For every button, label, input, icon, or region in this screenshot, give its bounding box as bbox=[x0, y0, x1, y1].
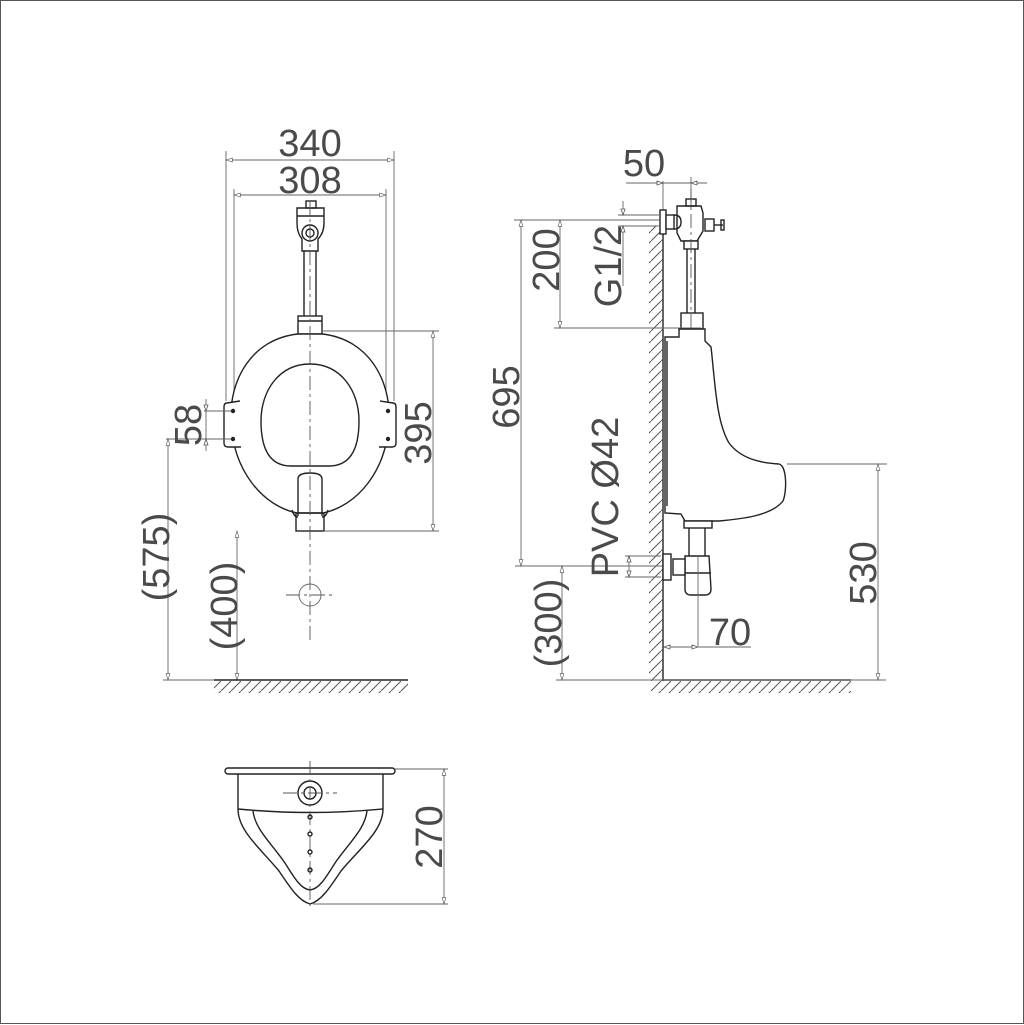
dim-bracket-floor-height: (575) bbox=[136, 513, 178, 602]
dim-inlet-thread: G1/2 bbox=[588, 225, 630, 307]
dim-side-outlet-floor-height: (300) bbox=[528, 579, 570, 668]
dim-inlet-to-top: 200 bbox=[526, 228, 568, 291]
side-view: 50 G1/2 200 695 bbox=[486, 143, 887, 693]
dim-outlet-pipe: PVC Ø42 bbox=[585, 417, 627, 578]
dim-overall-width: 340 bbox=[278, 123, 341, 165]
front-view: 340 308 bbox=[136, 123, 440, 693]
dim-body-height: 395 bbox=[398, 401, 440, 464]
top-view: 270 bbox=[224, 761, 451, 906]
dim-depth: 270 bbox=[409, 805, 451, 868]
dim-inlet-to-outlet: 695 bbox=[486, 365, 528, 428]
dim-bracket-spacing: 58 bbox=[168, 404, 210, 446]
dim-outlet-floor-height: (400) bbox=[204, 562, 246, 651]
dim-trap-projection: 70 bbox=[709, 612, 751, 654]
dim-bracket-width: 308 bbox=[278, 160, 341, 202]
dim-rim-height: 530 bbox=[843, 541, 885, 604]
dim-inlet-projection: 50 bbox=[623, 143, 665, 185]
